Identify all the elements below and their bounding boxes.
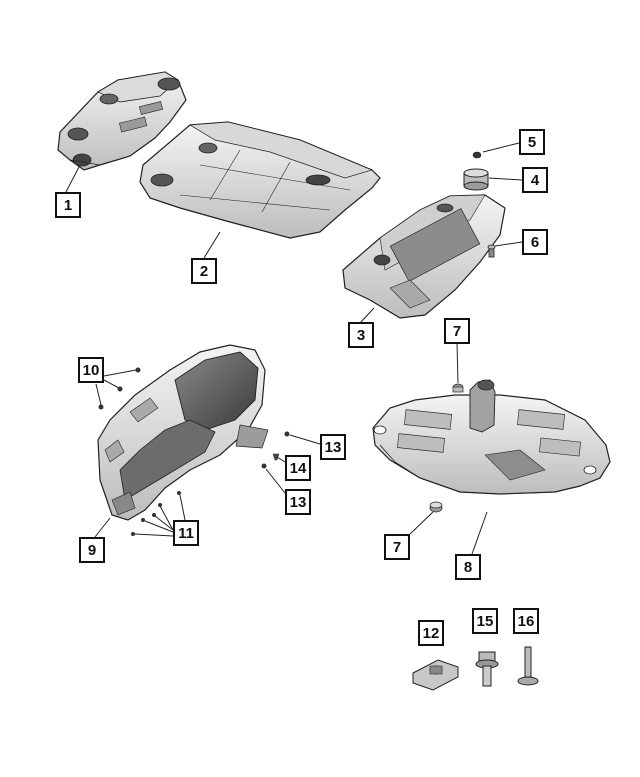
callout-3: 3 [348,322,374,348]
part-12-u-nut [412,659,459,691]
leader-1 [65,164,81,193]
leader-8 [471,511,488,555]
leader-lines [65,142,523,555]
leader-9 [94,517,111,538]
callout-11: 11 [173,520,199,546]
callout-14-label: 14 [289,459,307,477]
part-16-screw [517,646,539,686]
leader-14 [276,456,286,463]
callout-10: 10 [78,357,104,383]
part-1-front-skid-plate [57,71,187,171]
callout-13-upper: 13 [320,434,346,460]
leader-5 [482,142,520,153]
callout-12: 12 [418,620,444,646]
callout-5-label: 5 [527,133,537,151]
part-4-bushing [463,168,489,191]
part-13-fastener-upper [284,431,290,437]
callout-13-upper-label: 13 [324,438,342,456]
callout-5: 5 [519,129,545,155]
callout-2: 2 [191,258,217,284]
callout-3-label: 3 [356,326,366,344]
callout-15: 15 [472,608,498,634]
callout-7-upper-label: 7 [452,322,462,340]
callout-12-label: 12 [422,624,440,642]
part-9-splash-shield [97,344,269,521]
callout-7-lower-label: 7 [392,538,402,556]
callout-7-upper: 7 [444,318,470,344]
part-7-isolator-upper [452,383,464,393]
leader-7a [456,342,459,384]
part-5-nut [472,151,482,159]
callout-8-label: 8 [463,558,473,576]
leader-13b [265,468,286,494]
leader-10a [103,369,137,377]
leader-7b [409,511,434,535]
leader-11c [154,515,174,531]
leader-11d [144,520,174,533]
part-2-center-skid-plate [139,121,381,239]
leader-13a [289,434,321,445]
leader-4 [488,177,523,181]
part-14-fastener [272,453,280,461]
part-6-bolt [487,244,496,258]
callout-13-lower-label: 13 [289,493,307,511]
callout-9-label: 9 [87,541,97,559]
callout-13-lower: 13 [285,489,311,515]
callout-4-label: 4 [530,171,540,189]
callout-16-label: 16 [517,612,535,630]
leader-11b [159,505,174,531]
part-13-fastener-lower [261,463,267,469]
leader-6 [494,241,523,247]
callout-1-label: 1 [63,196,73,214]
callout-7-lower: 7 [384,534,410,560]
leader-10b [103,379,120,389]
callout-9: 9 [79,537,105,563]
callout-10-label: 10 [82,361,100,379]
part-7-isolator-lower [429,501,443,513]
leader-10c [95,383,102,406]
callout-15-label: 15 [476,612,494,630]
callout-6: 6 [522,229,548,255]
callout-6-label: 6 [530,233,540,251]
part-3-rear-skid-plate [342,194,506,319]
callout-11-label: 11 [178,524,194,542]
part-8-fuel-tank-skid-plate [372,379,611,495]
callout-14: 14 [285,455,311,481]
callout-2-label: 2 [199,262,209,280]
part-15-flange-bolt [475,651,499,687]
leader-11e [134,533,174,537]
leader-11a [179,494,186,521]
callout-16: 16 [513,608,539,634]
callout-4: 4 [522,167,548,193]
leader-2 [203,231,221,259]
callout-1: 1 [55,192,81,218]
callout-8: 8 [455,554,481,580]
leader-3 [360,307,375,323]
